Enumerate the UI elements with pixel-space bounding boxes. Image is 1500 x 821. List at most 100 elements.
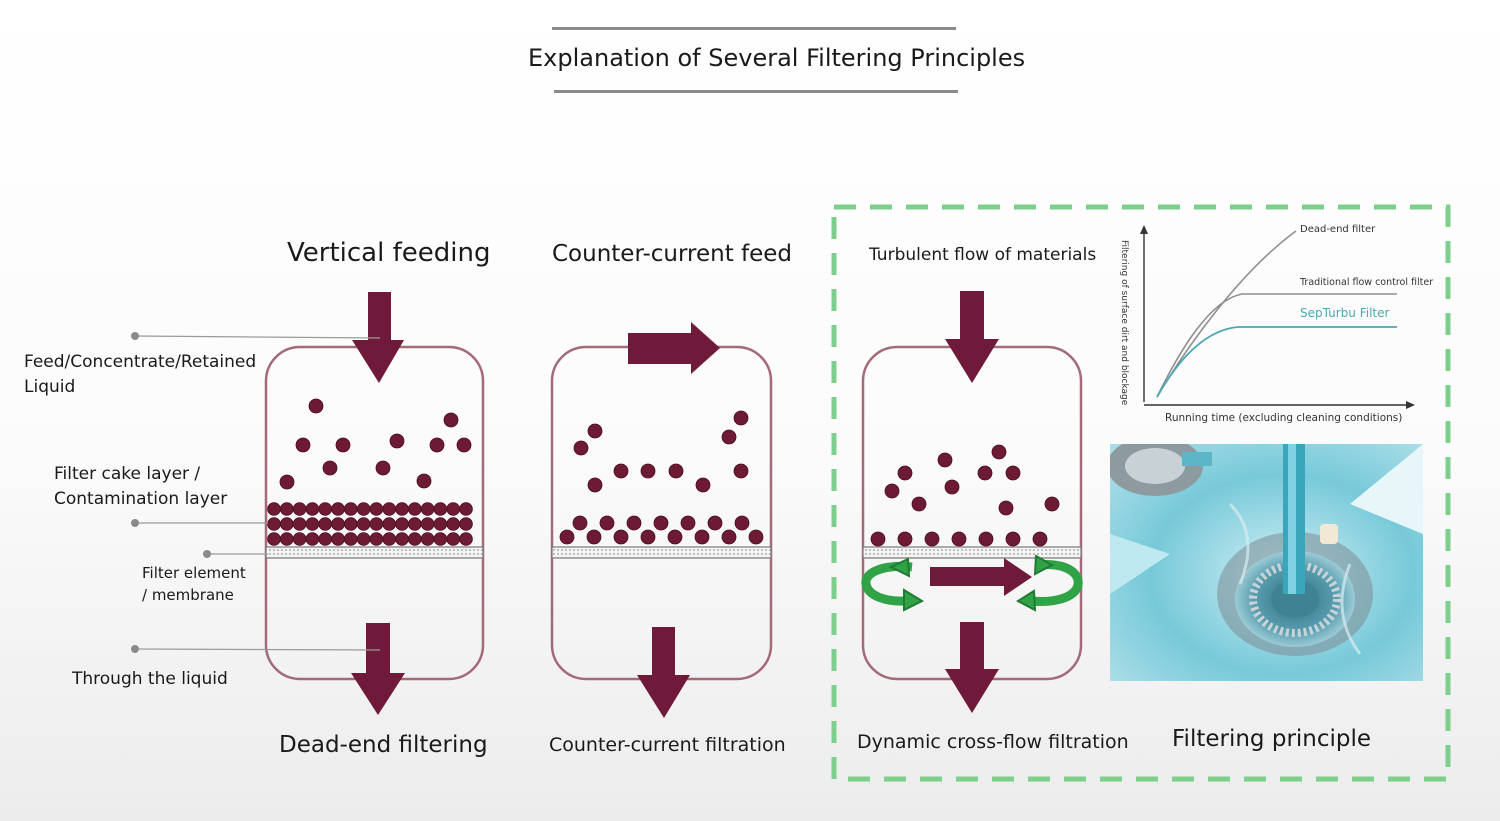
cake-particle <box>640 529 656 545</box>
cake-particle <box>680 515 696 531</box>
cake-particle <box>356 517 371 531</box>
cake-particle <box>420 532 435 546</box>
cake-particle <box>407 517 422 531</box>
cake-particle <box>572 515 588 531</box>
cake-particle <box>305 517 320 531</box>
legend-septurbu: SepTurbu Filter <box>1300 306 1389 320</box>
cake-particle <box>667 529 683 545</box>
cake-particle <box>369 502 384 516</box>
cake-particle <box>626 515 642 531</box>
panel-3-top-label: Turbulent flow of materials <box>869 245 1097 265</box>
particle <box>733 410 749 426</box>
cake-particle <box>1005 531 1021 547</box>
particle <box>429 437 445 453</box>
cake-particle <box>433 517 448 531</box>
principle-label: Filtering principle <box>1172 726 1372 752</box>
cake-particle <box>279 517 294 531</box>
particle <box>721 429 737 445</box>
cake-particle <box>446 517 461 531</box>
principle-frame <box>831 204 1451 782</box>
particle <box>998 500 1014 516</box>
cake-particle <box>395 502 409 516</box>
cake-particle <box>318 532 333 546</box>
cake-particle <box>279 532 294 546</box>
particle <box>295 437 311 453</box>
cake-particle <box>382 532 397 546</box>
particle <box>456 437 472 453</box>
panel-1-top-label: Vertical feeding <box>287 238 491 268</box>
particle <box>991 444 1007 460</box>
cake-particle <box>459 532 473 546</box>
cake-particle <box>446 502 461 516</box>
membrane-dead-end <box>265 546 484 559</box>
particle <box>322 460 338 476</box>
cake-particle <box>459 502 473 516</box>
cake-particle <box>267 517 281 531</box>
element-label-line1: Filter element <box>142 564 246 582</box>
arrow-right-feed-2 <box>628 322 720 374</box>
chart-y-arrow <box>1140 225 1148 234</box>
particle <box>389 433 405 449</box>
feed-label-line2: Liquid <box>24 377 76 397</box>
cake-particle <box>694 529 710 545</box>
cake-particle <box>446 532 461 546</box>
cake-particle <box>586 529 602 545</box>
cake-particle <box>559 529 575 545</box>
cake-particle <box>382 517 397 531</box>
cake-particle <box>267 502 281 516</box>
leader-dot-cake <box>131 519 139 527</box>
panel-2-top-label: Counter-current feed <box>552 241 793 267</box>
series-traditional-line <box>1156 293 1397 398</box>
cake-particle <box>369 517 384 531</box>
leader-dot-through <box>131 645 139 653</box>
cake-particle <box>459 517 473 531</box>
arrow-right-crossflow <box>930 558 1032 596</box>
particles-group <box>267 398 1060 547</box>
element-label-line2: / membrane <box>142 586 234 604</box>
particle <box>884 483 900 499</box>
cake-particle <box>734 515 750 531</box>
cake-particle <box>978 531 994 547</box>
cake-particle <box>331 502 345 516</box>
particle <box>897 465 913 481</box>
swirl-right-icon <box>1015 554 1083 612</box>
cake-particle <box>721 529 737 545</box>
membrane-cross-flow <box>862 546 1082 559</box>
performance-chart: Dead-end filter Traditional flow control… <box>1119 224 1433 424</box>
particle <box>573 440 589 456</box>
cake-particle <box>292 517 307 531</box>
particle <box>308 398 324 414</box>
title-rule-bottom <box>554 90 958 93</box>
filter-photo <box>1110 444 1423 681</box>
particle <box>944 479 960 495</box>
arrow-down-out-2 <box>637 627 690 718</box>
cake-particle <box>305 502 320 516</box>
cake-particle <box>951 531 967 547</box>
series-dead-end-line <box>1156 230 1297 398</box>
cake-particle <box>318 517 333 531</box>
cake-particle <box>356 532 371 546</box>
particle <box>1044 496 1060 512</box>
particle <box>911 496 927 512</box>
particle <box>443 412 459 428</box>
particle <box>937 452 953 468</box>
particle <box>1005 465 1021 481</box>
particle <box>640 463 656 479</box>
leader-feed <box>134 335 381 339</box>
chart-x-arrow <box>1406 401 1415 409</box>
particle <box>668 463 684 479</box>
panel-1-bottom-label: Dead-end filtering <box>279 732 488 758</box>
cake-particle <box>331 532 345 546</box>
cake-particle <box>433 502 448 516</box>
particle <box>587 477 603 493</box>
particle <box>695 477 711 493</box>
panel-3-bottom-label: Dynamic cross-flow filtration <box>857 731 1129 753</box>
cake-particle <box>870 531 886 547</box>
title-rule-top <box>552 27 956 30</box>
leader-dot-feed <box>131 332 139 340</box>
feed-label-line1: Feed/Concentrate/Retained <box>24 352 257 372</box>
cake-particle <box>292 502 307 516</box>
cake-particle <box>343 532 358 546</box>
panel-2-bottom-label: Counter-current filtration <box>549 734 786 756</box>
cake-particle <box>407 502 422 516</box>
